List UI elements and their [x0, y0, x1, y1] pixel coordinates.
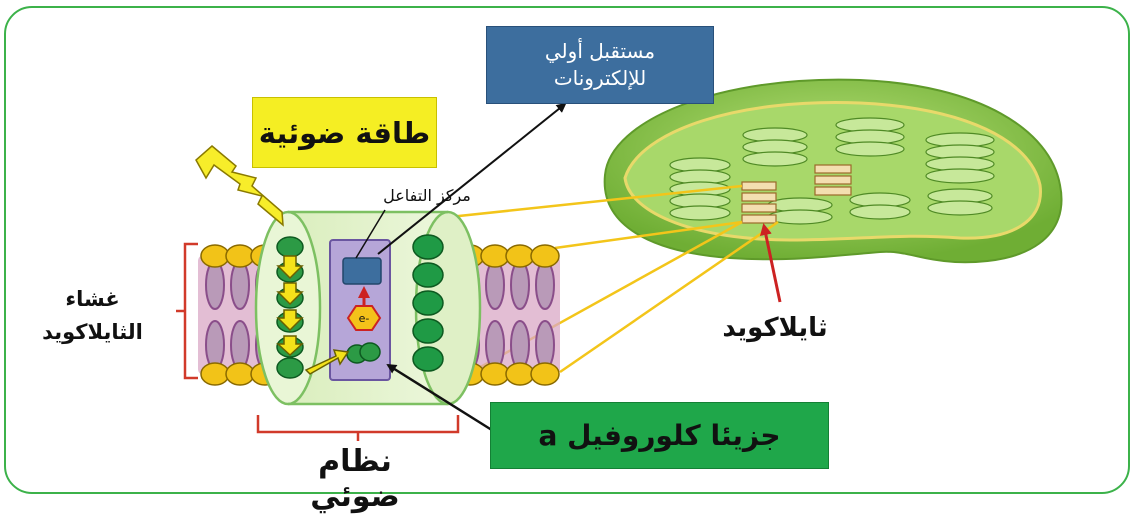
chlorophyll-a-label: جزيئا كلوروفيل a	[539, 419, 781, 452]
thylakoid-membrane-label: غشاء الثايلاكويد	[40, 283, 145, 348]
primary-acceptor-molecule	[343, 258, 381, 284]
primary-acceptor-box: مستقبل أولي للإلكترونات	[486, 26, 714, 104]
chlorophyll-a-box: جزيئا كلوروفيل a	[490, 402, 829, 469]
photosystem-label: نظام ضوئي	[270, 444, 440, 514]
antenna-pigments-right	[413, 235, 443, 371]
electron-label: e-	[359, 312, 370, 325]
thylakoid-membrane-line1: غشاء	[40, 283, 145, 316]
primary-acceptor-line1: مستقبل أولي	[545, 38, 655, 65]
thylakoid-label: ثايلاكويد	[705, 313, 845, 343]
primary-acceptor-line2: للإلكترونات	[554, 65, 646, 92]
reaction-center-label: مركز التفاعل	[372, 186, 482, 205]
light-energy-box: طاقة ضوئية	[252, 97, 437, 168]
thylakoid-membrane-line2: الثايلاكويد	[40, 316, 145, 349]
electron-hexagon-icon: e-	[348, 306, 380, 330]
light-energy-label: طاقة ضوئية	[259, 116, 430, 150]
photosystem-bracket	[258, 415, 458, 432]
membrane-bracket	[185, 244, 198, 378]
chloroplast	[605, 80, 1062, 263]
chlorophyll-a-pair	[347, 343, 380, 363]
